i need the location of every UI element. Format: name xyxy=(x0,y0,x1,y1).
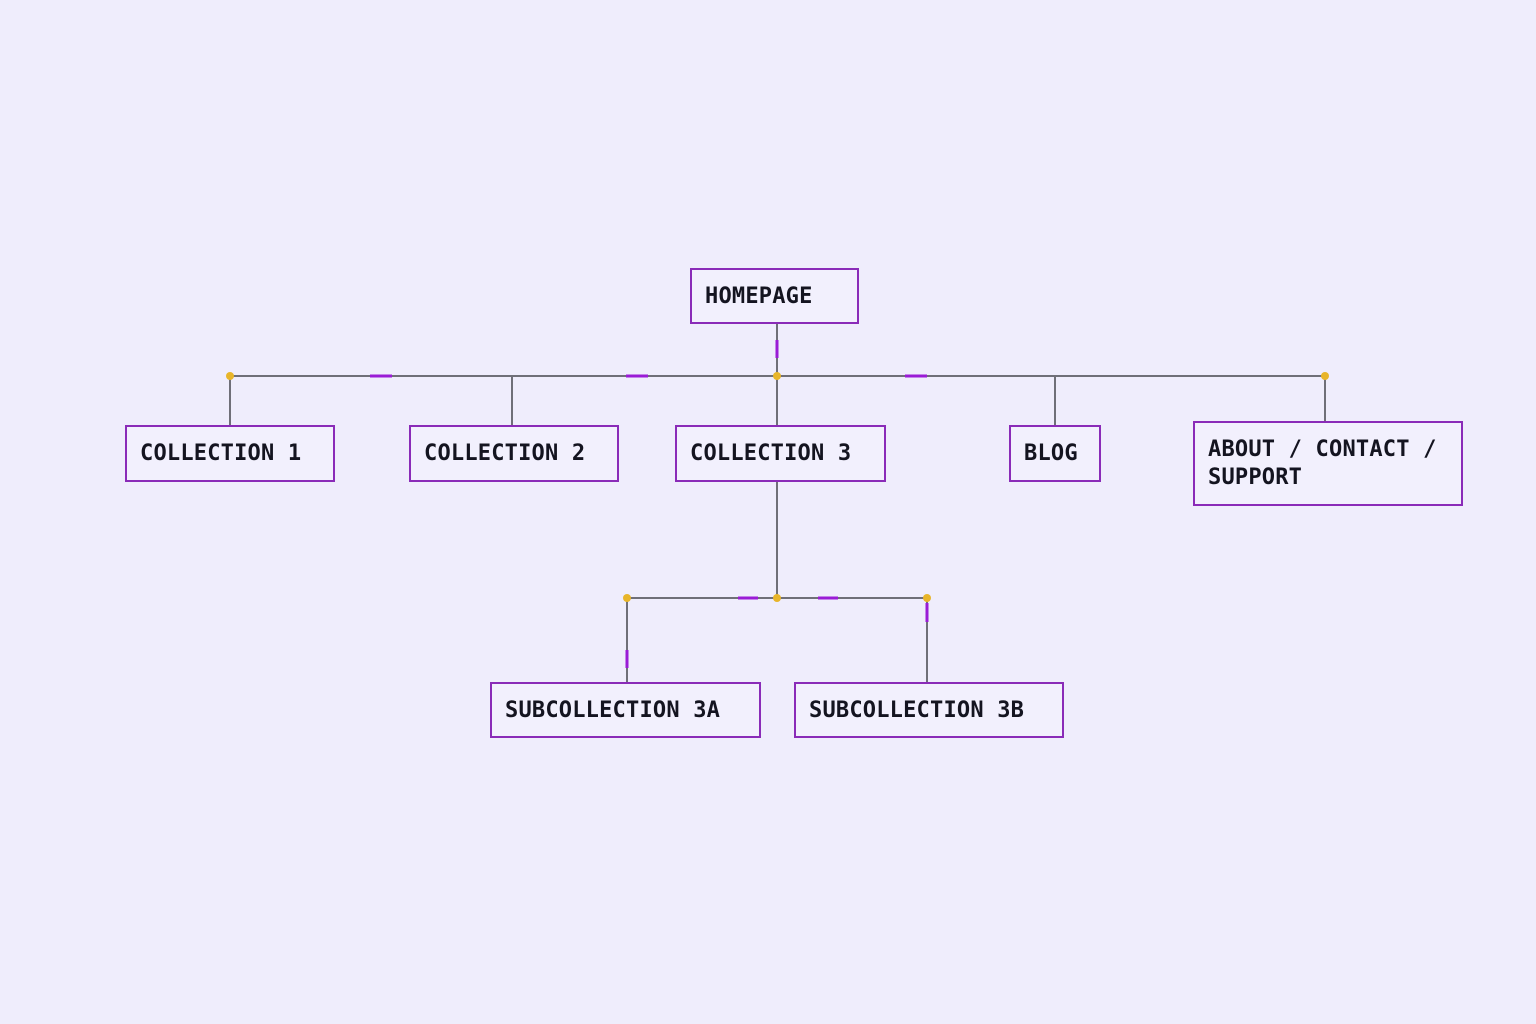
node-label: COLLECTION 3 xyxy=(690,441,852,466)
node-collection-3[interactable]: COLLECTION 3 xyxy=(675,425,886,482)
node-label: HOMEPAGE xyxy=(705,283,813,309)
junction-dot xyxy=(773,372,781,380)
junction-dot xyxy=(623,594,631,602)
junction-dot xyxy=(923,594,931,602)
node-label: COLLECTION 1 xyxy=(140,441,302,466)
node-label: BLOG xyxy=(1024,441,1078,466)
node-subcollection-3b[interactable]: SUBCOLLECTION 3B xyxy=(794,682,1064,738)
junction-dot xyxy=(773,594,781,602)
junction-dot xyxy=(1321,372,1329,380)
node-collection-1[interactable]: COLLECTION 1 xyxy=(125,425,335,482)
node-label: SUBCOLLECTION 3B xyxy=(809,697,1025,723)
node-blog[interactable]: BLOG xyxy=(1009,425,1101,482)
node-label: SUBCOLLECTION 3A xyxy=(505,697,721,723)
node-collection-2[interactable]: COLLECTION 2 xyxy=(409,425,619,482)
node-subcollection-3a[interactable]: SUBCOLLECTION 3A xyxy=(490,682,761,738)
node-homepage[interactable]: HOMEPAGE xyxy=(690,268,859,324)
node-about-contact-support[interactable]: ABOUT / CONTACT / SUPPORT xyxy=(1193,421,1463,506)
node-label: COLLECTION 2 xyxy=(424,441,586,466)
junction-dot xyxy=(226,372,234,380)
node-label: ABOUT / CONTACT / SUPPORT xyxy=(1208,436,1437,490)
